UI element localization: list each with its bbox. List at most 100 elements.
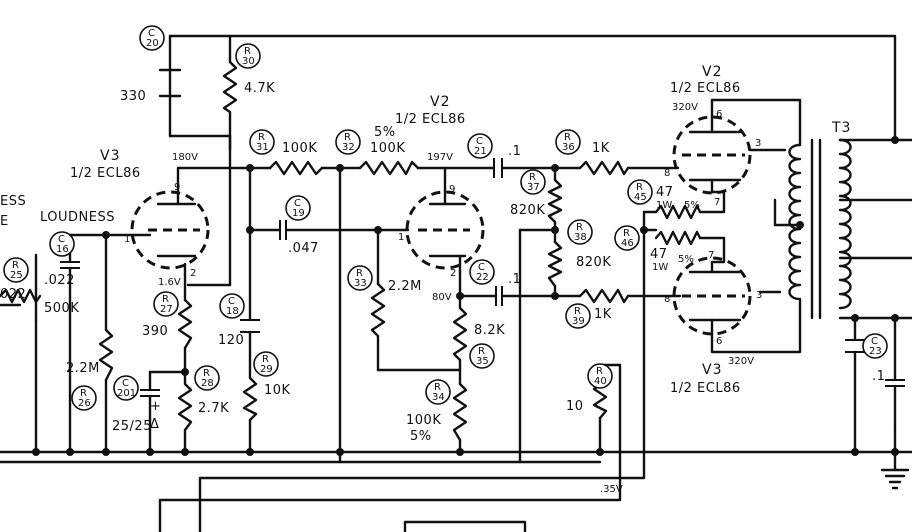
ref-letter: R bbox=[574, 306, 581, 317]
labels: V3 1/2 ECL86 V2 1/2 ECL86 V2 1/2 ECL86 V… bbox=[0, 28, 885, 495]
value-label: 100K bbox=[282, 141, 317, 156]
ref-letter: R bbox=[596, 366, 603, 377]
ref-number: 34 bbox=[432, 392, 445, 403]
ref-circles bbox=[3, 25, 888, 411]
ref-letter: R bbox=[623, 228, 630, 239]
ref-letter: R bbox=[162, 294, 169, 305]
ref-number: 23 bbox=[869, 346, 882, 357]
ref-number: 22 bbox=[476, 272, 489, 283]
tolerance-label: 5% bbox=[374, 125, 396, 140]
ref-number: 21 bbox=[474, 146, 487, 157]
tube-v3-right-name: V3 bbox=[702, 362, 722, 378]
ref-number: 28 bbox=[201, 378, 214, 389]
pin-label: 3 bbox=[756, 290, 762, 301]
loudness-label: LOUDNESS bbox=[40, 210, 115, 225]
tube-v2-mid-name: V2 bbox=[430, 94, 450, 110]
ref-number: 25 bbox=[10, 270, 23, 281]
ref-letter: R bbox=[636, 182, 643, 193]
ref-letter: C bbox=[148, 28, 155, 39]
ref-letter: R bbox=[478, 346, 485, 357]
ref-letter: R bbox=[262, 354, 269, 365]
ref-letter: C bbox=[228, 296, 235, 307]
value-label: 120 bbox=[218, 333, 244, 348]
value-label: 500K bbox=[44, 301, 79, 316]
value-label: .1 bbox=[872, 369, 885, 384]
ref-number: 20 bbox=[146, 38, 159, 49]
ref-number: 26 bbox=[78, 398, 91, 409]
partial-label-top: ESS bbox=[0, 194, 26, 209]
tube-v2-right-type: 1/2 ECL86 bbox=[670, 81, 741, 96]
tube-v3-right-type: 1/2 ECL86 bbox=[670, 381, 741, 396]
ref-number: 45 bbox=[634, 192, 647, 203]
pin-label: 2 bbox=[190, 268, 196, 279]
ground-icon bbox=[880, 468, 910, 490]
voltage-label: 1.6V bbox=[158, 277, 181, 288]
tube-v2-right bbox=[672, 115, 752, 195]
ref-number: 39 bbox=[572, 316, 585, 327]
ref-letter: C bbox=[478, 262, 485, 273]
partial-label-mid: E bbox=[0, 214, 9, 229]
pin-label: 7 bbox=[708, 250, 714, 261]
ref-number: 35 bbox=[476, 356, 489, 367]
ref-number: 36 bbox=[562, 142, 575, 153]
ref-number: 33 bbox=[354, 278, 367, 289]
ref-letter: C bbox=[476, 136, 483, 147]
tolerance-label: 5% bbox=[684, 200, 700, 211]
value-label: 4.7K bbox=[244, 81, 275, 96]
value-label: 10 bbox=[566, 399, 584, 414]
watt-label: 1W bbox=[652, 262, 668, 273]
voltage-label: 197V bbox=[427, 152, 453, 163]
ref-number: 30 bbox=[242, 56, 255, 67]
value-label: 100K bbox=[370, 141, 405, 156]
ref-number: 201 bbox=[117, 388, 136, 399]
resistor-symbols bbox=[0, 60, 702, 442]
pin-label: 2 bbox=[450, 268, 456, 279]
ref-letter: R bbox=[258, 132, 265, 143]
value-label: 820K bbox=[576, 255, 611, 270]
tube-v3-left-name: V3 bbox=[100, 148, 120, 164]
transformer-name: T3 bbox=[831, 120, 851, 136]
value-label: 10K bbox=[264, 383, 291, 398]
value-label: 390 bbox=[142, 324, 168, 339]
watt-label: 1W bbox=[656, 200, 672, 211]
voltage-label: 320V bbox=[672, 102, 698, 113]
value-label: 330 bbox=[120, 89, 146, 104]
voltage-label: 180V bbox=[172, 152, 198, 163]
ref-number: 38 bbox=[574, 232, 587, 243]
ref-letter: C bbox=[58, 234, 65, 245]
ref-letter: R bbox=[529, 172, 536, 183]
value-label: 100K bbox=[406, 413, 441, 428]
value-label: 25/25 bbox=[112, 419, 152, 434]
value-label: 1K bbox=[592, 141, 610, 156]
tube-v2-mid-type: 1/2 ECL86 bbox=[395, 112, 466, 127]
ref-letter: R bbox=[12, 260, 19, 271]
value-label: .047 bbox=[288, 241, 319, 256]
voltage-label: 320V bbox=[728, 356, 754, 367]
pin-label: 3 bbox=[755, 138, 761, 149]
value-label: 8.2K bbox=[474, 323, 505, 338]
ref-number: 37 bbox=[527, 182, 540, 193]
plus-symbol: + bbox=[150, 399, 161, 414]
partial-value-022: 022 bbox=[0, 287, 26, 302]
ref-number: 29 bbox=[260, 364, 273, 375]
tube-v2-mid bbox=[405, 190, 485, 274]
bottom-component-outline bbox=[403, 520, 527, 532]
ref-number: 32 bbox=[342, 142, 355, 153]
junction-dots bbox=[32, 136, 899, 456]
pin-label: 1 bbox=[398, 232, 404, 243]
value-label: .1 bbox=[508, 144, 521, 159]
capacitor-symbols bbox=[60, 68, 905, 432]
ref-letter: R bbox=[434, 382, 441, 393]
value-label: 2.7K bbox=[198, 401, 229, 416]
ref-number: 18 bbox=[226, 306, 239, 317]
value-label: 1K bbox=[594, 307, 612, 322]
value-label: 47 bbox=[650, 247, 668, 262]
wiring bbox=[0, 34, 912, 532]
voltage-label: .35V bbox=[600, 484, 623, 495]
value-label: .022 bbox=[44, 273, 75, 288]
ref-letter: R bbox=[203, 368, 210, 379]
ref-letter: R bbox=[344, 132, 351, 143]
transformer-t3 bbox=[788, 138, 852, 310]
value-label: 2.2M bbox=[388, 279, 422, 294]
